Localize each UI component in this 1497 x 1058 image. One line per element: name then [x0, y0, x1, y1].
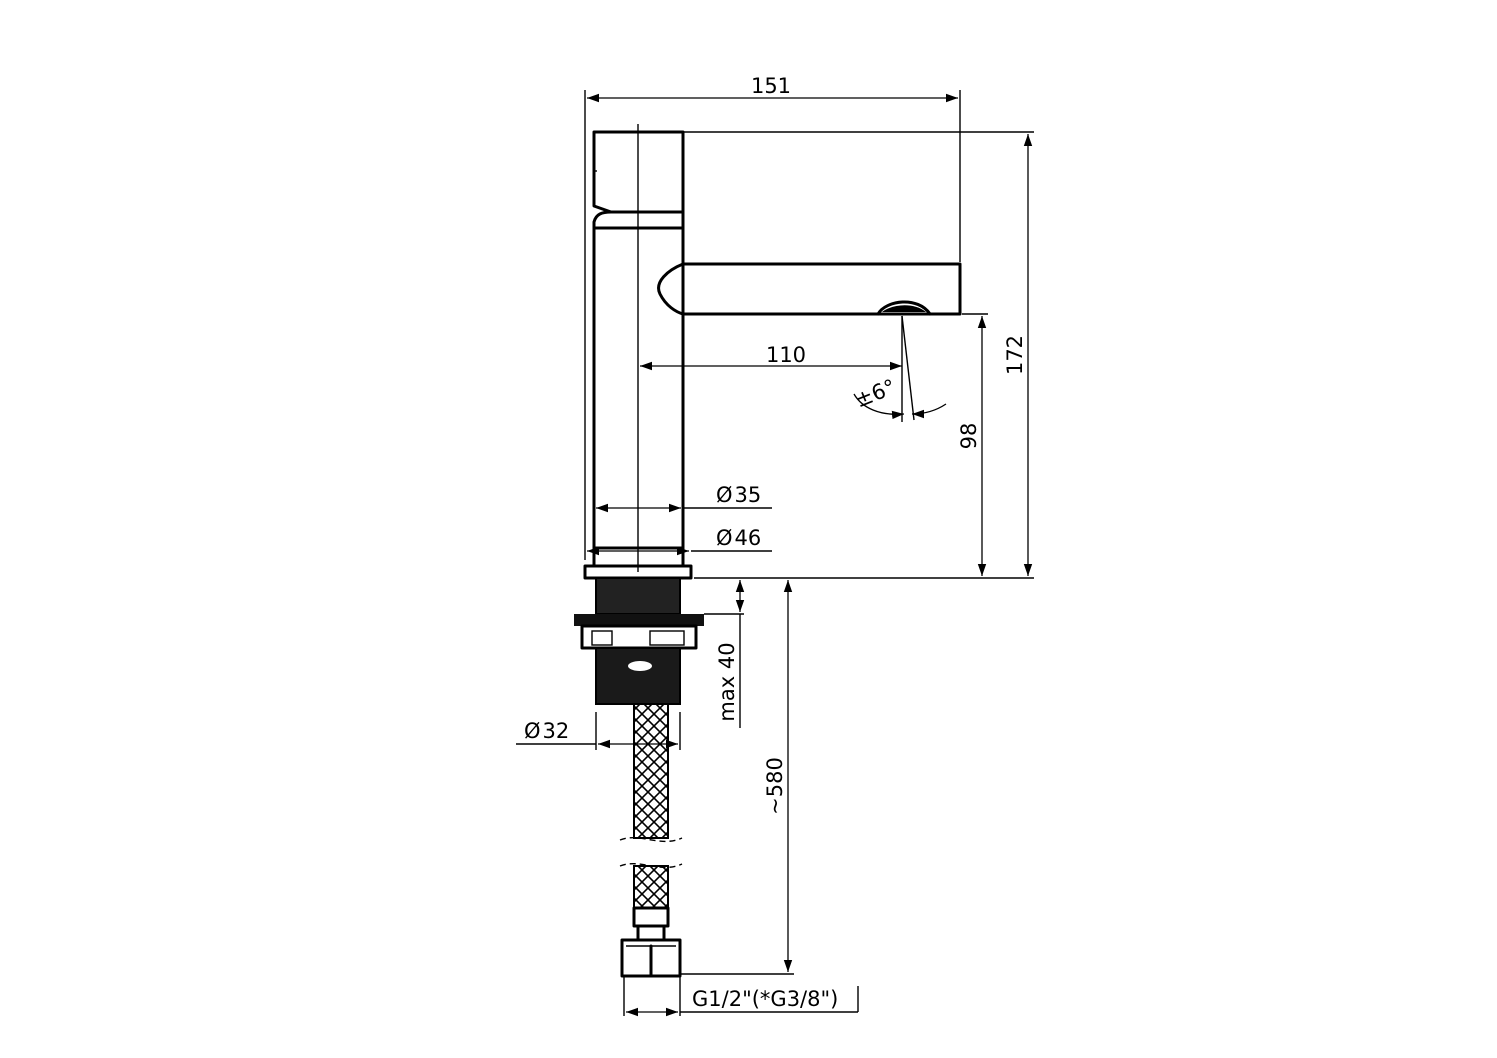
dim-max40-label: max 40: [715, 642, 739, 721]
dimension-width-total: 151: [587, 74, 958, 103]
mounting-nut: [574, 614, 704, 626]
dimension-base-diameter: Ø46: [587, 526, 772, 556]
dim-angle-label: ±6°: [852, 375, 899, 413]
dim-98-label: 98: [957, 423, 981, 450]
dimension-spray-angle: ±6°: [852, 315, 947, 422]
dim-35-label: Ø35: [716, 483, 761, 507]
hose-ferrule: [632, 906, 670, 928]
diameter-symbol: Ø: [716, 526, 733, 550]
body-column: [592, 210, 685, 550]
dimension-body-diameter: Ø35: [596, 483, 772, 513]
braided-hose-lower: [633, 865, 669, 909]
construction-lines: [584, 90, 1034, 1016]
faucet-outline: [574, 130, 962, 978]
dim-580-label: ~580: [763, 757, 787, 815]
dim-110-label: 110: [766, 343, 806, 367]
dim-32-label: Ø32: [524, 719, 569, 743]
shank-hole: [628, 661, 652, 671]
dimension-hose-length: ~580: [763, 580, 793, 972]
dimension-shank-diameter: Ø32: [516, 719, 678, 749]
dim-151-label: 151: [751, 74, 791, 98]
diameter-symbol: Ø: [716, 483, 733, 507]
threaded-shank: [595, 577, 681, 615]
dim-172-label: 172: [1003, 335, 1027, 375]
hose-ferrule-collar: [636, 924, 666, 942]
dimension-spout-height: 98: [957, 316, 987, 576]
break-mark-top: [619, 836, 683, 843]
angle-arc-left: [853, 393, 905, 420]
break-mark-bottom: [619, 862, 683, 869]
dimension-height-total: 172: [1003, 134, 1033, 576]
aerator-fill: [882, 305, 926, 312]
braided-hose-upper: [633, 703, 669, 839]
dimension-spout-reach: 110: [640, 343, 902, 371]
diameter-symbol: Ø: [524, 719, 541, 743]
spout: [657, 262, 962, 316]
dim-46-label: Ø46: [716, 526, 761, 550]
spray-tilt: [901, 315, 915, 421]
lower-shank: [595, 647, 681, 705]
angle-arc-right: [911, 403, 947, 419]
dimension-connection-thread: G1/2"(*G3/8"): [626, 986, 859, 1017]
dim-thread-label: G1/2"(*G3/8"): [692, 987, 838, 1011]
aerator: [876, 300, 932, 316]
dimension-deck-thickness: max 40: [715, 580, 745, 728]
washer-slots: [591, 630, 685, 646]
